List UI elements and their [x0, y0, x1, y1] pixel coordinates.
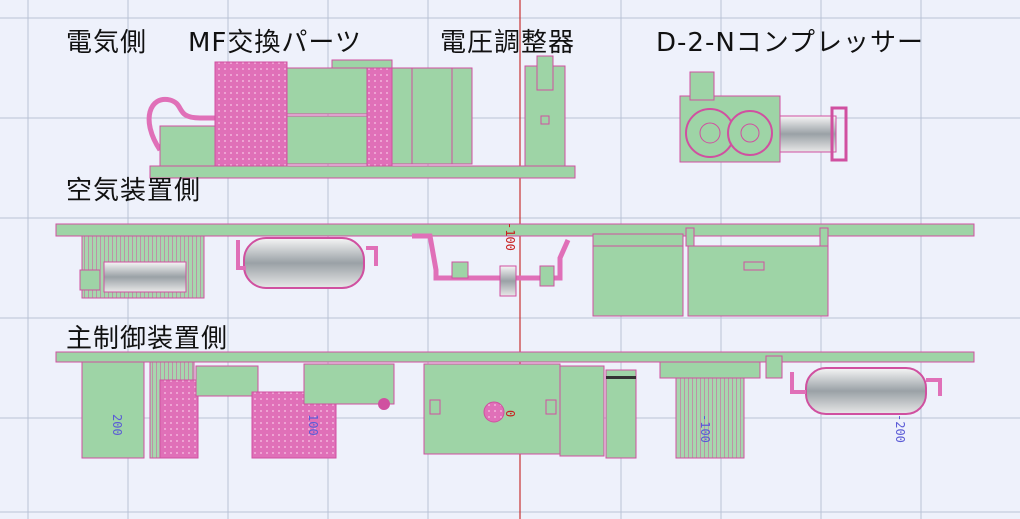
mf-top-cap: [331, 59, 393, 69]
dim-bottom-right-b: -200: [893, 414, 907, 443]
mf-pink-strip: [366, 61, 393, 167]
bottom-panel-b: [195, 365, 259, 397]
bottom-base-plate: [55, 351, 975, 363]
cable-coil: [146, 96, 230, 152]
air-tank-left: [236, 237, 378, 289]
middle-box-b: [687, 245, 829, 317]
bottom-pink-block-a: [159, 379, 199, 459]
dim-top-center: -100: [503, 222, 517, 251]
middle-base-plate: [55, 223, 975, 237]
dim-bottom-right-a: -100: [698, 414, 712, 443]
label-compressor: D-2-Nコンプレッサー: [656, 28, 924, 58]
label-mf-parts: MF交換パーツ: [188, 28, 362, 58]
mf-panel-lower: [286, 115, 368, 165]
label-main-control-side: 主制御装置側: [66, 324, 229, 354]
bottom-panel-a: [81, 361, 145, 459]
label-voltage-regulator: 電圧調整器: [440, 28, 576, 58]
air-piping: [412, 233, 571, 281]
bottom-tall-panel: [605, 369, 637, 459]
dim-bottom-center: 0: [503, 410, 517, 418]
bottom-grille-box: [675, 377, 745, 459]
air-dryer-unit: [79, 235, 205, 299]
voltage-regulator-top: [536, 55, 554, 91]
top-pink-block: [214, 61, 288, 167]
middle-box-a: [592, 233, 684, 317]
bottom-panel-c: [303, 363, 395, 405]
air-tank-right: [790, 367, 942, 415]
compressor: [679, 71, 848, 163]
bottom-side-unit: [559, 365, 605, 457]
label-electric-side: 電気側: [66, 28, 148, 58]
dim-bottom-mid: 100: [306, 414, 320, 436]
top-cabinet: [391, 67, 473, 165]
top-base-plate: [149, 165, 576, 179]
label-air-device-side: 空気装置側: [66, 176, 202, 206]
mf-panel-upper: [286, 67, 368, 115]
dim-bottom-left: 200: [110, 414, 124, 436]
